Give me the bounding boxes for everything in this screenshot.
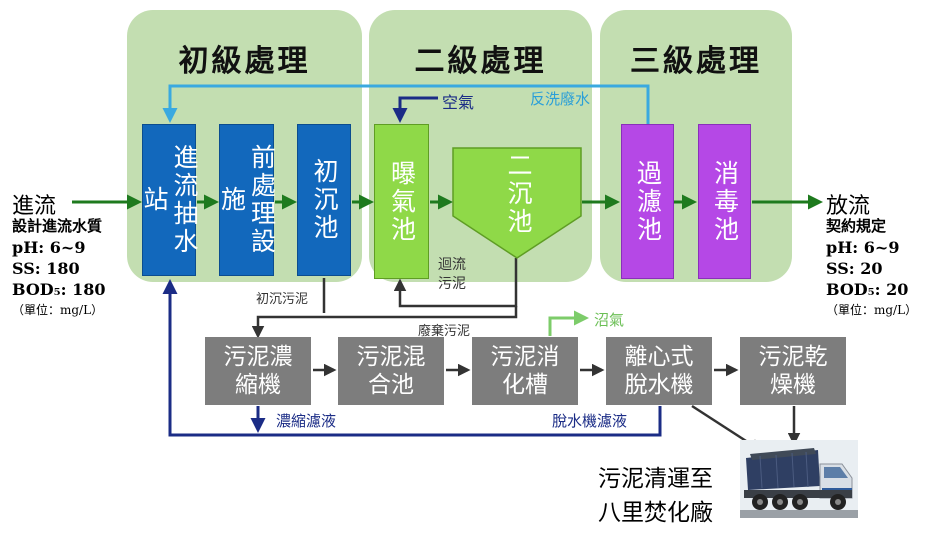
pump-station-unit: 進流抽水站 xyxy=(140,124,199,276)
sludge-destination: 污泥清運至 八里焚化廠 xyxy=(598,462,713,530)
primary-stage-title: 初級處理 xyxy=(178,44,311,79)
biogas-line xyxy=(548,310,589,336)
pretreatment-unit: 前處理設施 xyxy=(217,124,277,276)
secondary-clarifier-label: 二沉池 xyxy=(504,152,533,236)
centrifuge-dewatering-label: 離心式脫水機 xyxy=(624,344,694,398)
primary-clarifier-label: 初沉池 xyxy=(310,158,339,242)
air-line xyxy=(392,96,438,123)
disinfection-label: 消毒池 xyxy=(710,159,740,244)
inflow-ss: SS: 180 xyxy=(12,259,80,278)
aeration-tank-label: 曝氣池 xyxy=(387,159,417,244)
destination-line-2: 八里焚化廠 xyxy=(598,500,713,526)
aeration-tank-unit: 曝氣池 xyxy=(374,124,429,279)
sludge-digester-unit: 污泥消化槽 xyxy=(472,337,578,405)
inflow-unit-note: （單位：mg/L） xyxy=(12,303,104,317)
thickener-filtrate-label: 濃縮濾液 xyxy=(276,412,337,430)
sludge-thickener-label: 污泥濃縮機 xyxy=(223,344,293,398)
tertiary-stage-title: 三級處理 xyxy=(630,44,762,79)
dewatering-filtrate-label: 脫水機濾液 xyxy=(552,412,628,430)
inflow-spec-title: 設計進流水質 xyxy=(12,217,103,235)
destination-line-1: 污泥清運至 xyxy=(598,466,713,492)
sludge-dryer-label: 污泥乾燥機 xyxy=(758,344,828,398)
sludge-thickener-unit: 污泥濃縮機 xyxy=(205,337,311,405)
outflow-title: 放流 xyxy=(826,194,871,219)
filtrate-lines xyxy=(162,279,662,437)
inflow-bod: BOD₅: 180 xyxy=(12,280,106,299)
outflow-unit-note: （單位：mg/L） xyxy=(826,303,918,317)
outflow-spec-title: 契約規定 xyxy=(826,217,887,235)
inflow-spec: 設計進流水質 pH: 6~9 SS: 180 BOD₅: 180 （單位：mg/… xyxy=(12,216,106,321)
outflow-ss: SS: 20 xyxy=(826,259,883,278)
filtration-label: 過濾池 xyxy=(633,159,663,244)
inflow-title: 進流 xyxy=(12,194,57,219)
secondary-stage-title: 二級處理 xyxy=(414,44,547,79)
sludge-dryer-unit: 污泥乾燥機 xyxy=(740,337,846,405)
secondary-clarifier-shape xyxy=(452,147,582,259)
dump-truck-icon xyxy=(740,440,858,518)
filtration-unit: 過濾池 xyxy=(621,124,674,279)
biogas-label: 沼氣 xyxy=(594,311,625,329)
outflow-spec: 契約規定 pH: 6~9 SS: 20 BOD₅: 20 （單位：mg/L） xyxy=(826,216,917,321)
backwash-line xyxy=(162,84,650,124)
outflow-ph: pH: 6~9 xyxy=(826,238,900,257)
air-label: 空氣 xyxy=(442,93,475,112)
sludge-mixing-tank-label: 污泥混合池 xyxy=(356,344,426,398)
outflow-bod: BOD₅: 20 xyxy=(826,280,909,299)
pump-station-label: 進流抽水站 xyxy=(140,144,199,256)
return-sludge-label: 迴流污泥 xyxy=(438,257,466,292)
primary-clarifier-unit: 初沉池 xyxy=(297,124,351,276)
sludge-mixing-tank-unit: 污泥混合池 xyxy=(338,337,444,405)
primary-sludge-label: 初沉污泥 xyxy=(256,292,309,307)
backwash-label: 反洗廢水 xyxy=(530,90,591,108)
sludge-digester-label: 污泥消化槽 xyxy=(490,344,560,398)
centrifuge-dewatering-unit: 離心式脫水機 xyxy=(606,337,712,405)
inflow-ph: pH: 6~9 xyxy=(12,238,86,257)
disinfection-unit: 消毒池 xyxy=(698,124,751,279)
pretreatment-label: 前處理設施 xyxy=(217,144,277,256)
waste-sludge-label: 廢棄污泥 xyxy=(418,324,471,339)
